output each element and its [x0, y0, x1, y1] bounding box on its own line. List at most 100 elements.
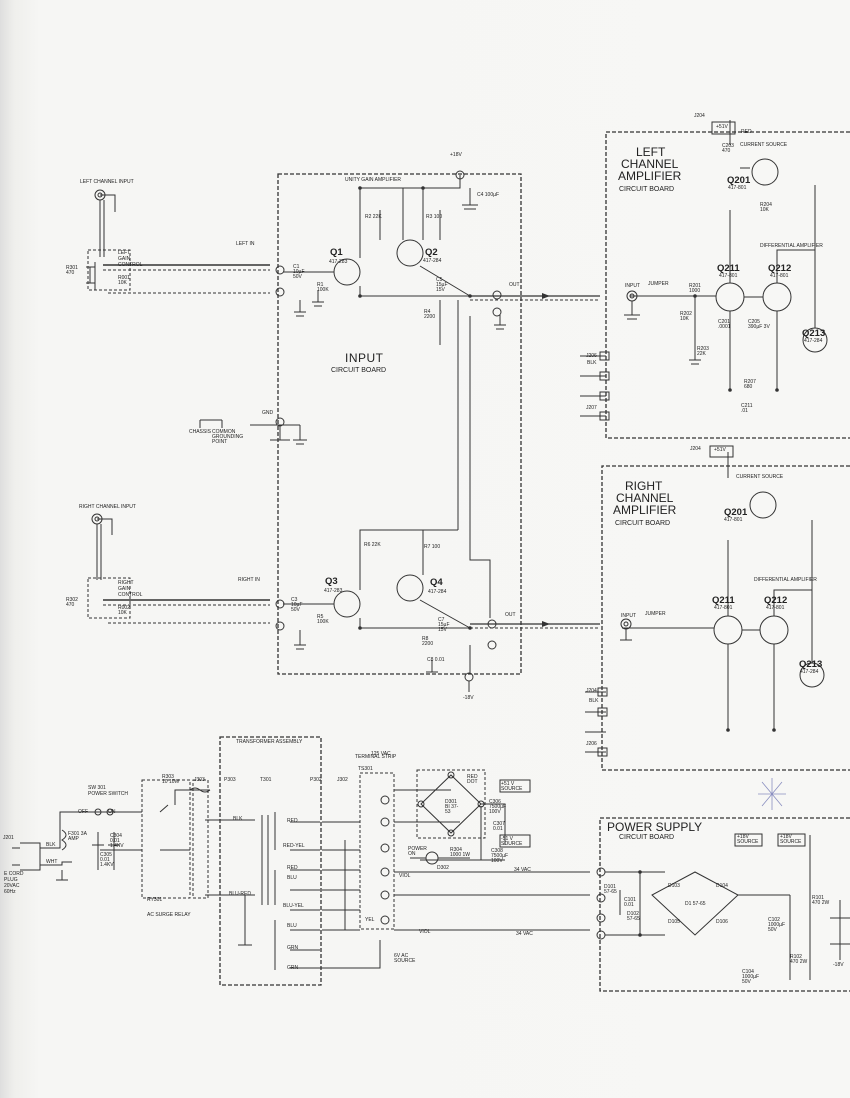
- right-j206: J206: [586, 741, 597, 747]
- q4-label: Q4: [430, 577, 443, 588]
- d105-label: D105: [668, 919, 680, 925]
- right-gain-line3: CONTROL: [118, 592, 143, 598]
- q2-label: Q2: [425, 247, 438, 258]
- p303-label: P303: [224, 777, 236, 783]
- right-current-source: CURRENT SOURCE: [736, 474, 784, 480]
- d101-label: D101 57-65: [604, 884, 617, 895]
- left-q211-part: 417-801: [719, 273, 738, 279]
- wire-blu-1: BLU: [287, 875, 297, 881]
- left-gain-line3: CONTROL: [118, 262, 143, 268]
- left-q201: Q201: [727, 175, 751, 186]
- minus18-power-label: -18V: [833, 962, 844, 968]
- left-c211: C211 .01: [741, 403, 753, 414]
- left-q201-part: 417-801: [728, 185, 747, 191]
- t301-label: T301: [260, 777, 272, 783]
- right-channel-input-label: RIGHT CHANNEL INPUT: [79, 504, 136, 510]
- cord-line1: E CORD: [4, 871, 24, 877]
- j303-label: J303: [194, 777, 205, 783]
- left-gain-line2: GAIN: [118, 256, 131, 262]
- cord-line3: 20VAC: [4, 883, 20, 889]
- left-r201: R201 1000: [689, 283, 701, 294]
- left-c205: C205 390µF 3V: [748, 319, 770, 330]
- wire-red-2: RED: [287, 865, 298, 871]
- ac-surge-label: AC SURGE RELAY: [147, 912, 191, 918]
- power-supply-subtitle: CIRCUIT BOARD: [619, 834, 675, 841]
- right-amp-title-line2: CHANNEL: [616, 491, 674, 505]
- r3-label: R3 100: [426, 214, 443, 220]
- ts301-label: TS301: [358, 766, 373, 772]
- left-amp-title-line3: AMPLIFIER: [618, 169, 682, 183]
- c7-label: C7 15µF 15V: [438, 617, 450, 633]
- power-board-outline: [599, 817, 850, 992]
- power-on-label: POWER ON: [408, 846, 427, 857]
- r6-label: R6 22K: [364, 542, 381, 548]
- left-amp-title-line1: LEFT: [636, 145, 666, 159]
- left-plus51: +51V: [716, 124, 728, 130]
- input-board-title: INPUT: [345, 351, 384, 365]
- right-amp-title-line1: RIGHT: [625, 479, 663, 493]
- chassis-label: CHASSIS: [189, 429, 211, 435]
- left-q213: Q213: [802, 328, 826, 339]
- right-blk: BLK: [589, 698, 599, 704]
- bridge-label: D1 57-65: [685, 901, 706, 907]
- minus18-label: -18V: [463, 695, 474, 701]
- yel-label: YEL: [365, 917, 375, 923]
- wire-blu-red: BLU-RED: [229, 891, 251, 897]
- q1-label: Q1: [330, 247, 343, 258]
- right-differential: DIFFERENTIAL AMPLIFIER: [754, 577, 817, 583]
- unity-gain-label: UNITY GAIN AMPLIFIER: [345, 177, 402, 183]
- input-board-subtitle: CIRCUIT BOARD: [331, 367, 387, 374]
- left-r202: R202 10K: [680, 311, 692, 322]
- wire-blu-yel: BLU-YEL: [283, 903, 304, 909]
- transformer-assembly-label: TRANSFORMER ASSEMBLY: [236, 739, 303, 745]
- r301-label: R301 470: [66, 265, 78, 276]
- vac125-label: 125 VAC: [371, 751, 391, 757]
- out-label-left: OUT: [509, 282, 520, 288]
- c101-label: C101 0.01: [624, 897, 636, 908]
- r303-label: R303 10 10W: [162, 774, 180, 785]
- c307-label: C307 0.01: [493, 821, 505, 832]
- right-input-label: INPUT: [621, 613, 636, 619]
- right-jumper-label: JUMPER: [645, 611, 666, 617]
- j302-label: J302: [337, 777, 348, 783]
- c104-label: C104 1000µF 50V: [742, 969, 760, 985]
- cord-blk: BLK: [46, 842, 56, 848]
- power-switch-label: POWER SWITCH: [88, 791, 128, 797]
- d301-label: D301 BI 37-53: [445, 799, 459, 815]
- d102-label: D102 57-65: [627, 911, 640, 922]
- left-differential: DIFFERENTIAL AMPLIFIER: [760, 243, 823, 249]
- j201-label: J201: [3, 835, 14, 841]
- plus18-source-b: +18V SOURCE: [780, 834, 802, 845]
- vac34-label-top: 34 VAC: [514, 867, 531, 873]
- left-input-label: INPUT: [625, 283, 640, 289]
- r5-label: R5 100K: [317, 614, 329, 625]
- c102-label: C102 1000µF 50V: [768, 917, 786, 933]
- left-channel-input-label: LEFT CHANNEL INPUT: [80, 179, 134, 185]
- left-r207: R207 680: [744, 379, 756, 390]
- left-j206: J206: [586, 353, 597, 359]
- out-label-right: OUT: [505, 612, 516, 618]
- right-plus51: +51V: [714, 447, 726, 453]
- gnd-label: GND: [262, 410, 274, 416]
- p302-label: P302: [310, 777, 322, 783]
- wire-blu-2: BLU: [287, 923, 297, 929]
- input-board-outline: [277, 173, 522, 675]
- pencil-mark: [758, 778, 786, 810]
- cord-wht: WHT: [46, 859, 58, 865]
- left-c203: C203 470: [722, 143, 734, 154]
- r002-label: R002 10K: [118, 605, 130, 616]
- r7-label: R7 100: [424, 544, 441, 550]
- right-j204b: J204: [586, 688, 597, 694]
- left-j204: J204: [694, 113, 705, 119]
- power-supply-title: POWER SUPPLY: [607, 820, 703, 834]
- left-gain-line1: LEFT: [118, 250, 131, 256]
- c5-label: C5 15µF 15V: [436, 277, 448, 293]
- plus18-source-a: +18V SOURCE: [737, 834, 759, 845]
- c1-label: C1 10µF 50V: [293, 264, 305, 280]
- left-q213-part: 417-284: [804, 338, 823, 344]
- common-ground-label: COMMON GROUNDING POINT: [212, 429, 244, 445]
- q3-part: 417-283: [324, 588, 343, 594]
- wire-grn-2: GRN: [287, 965, 299, 971]
